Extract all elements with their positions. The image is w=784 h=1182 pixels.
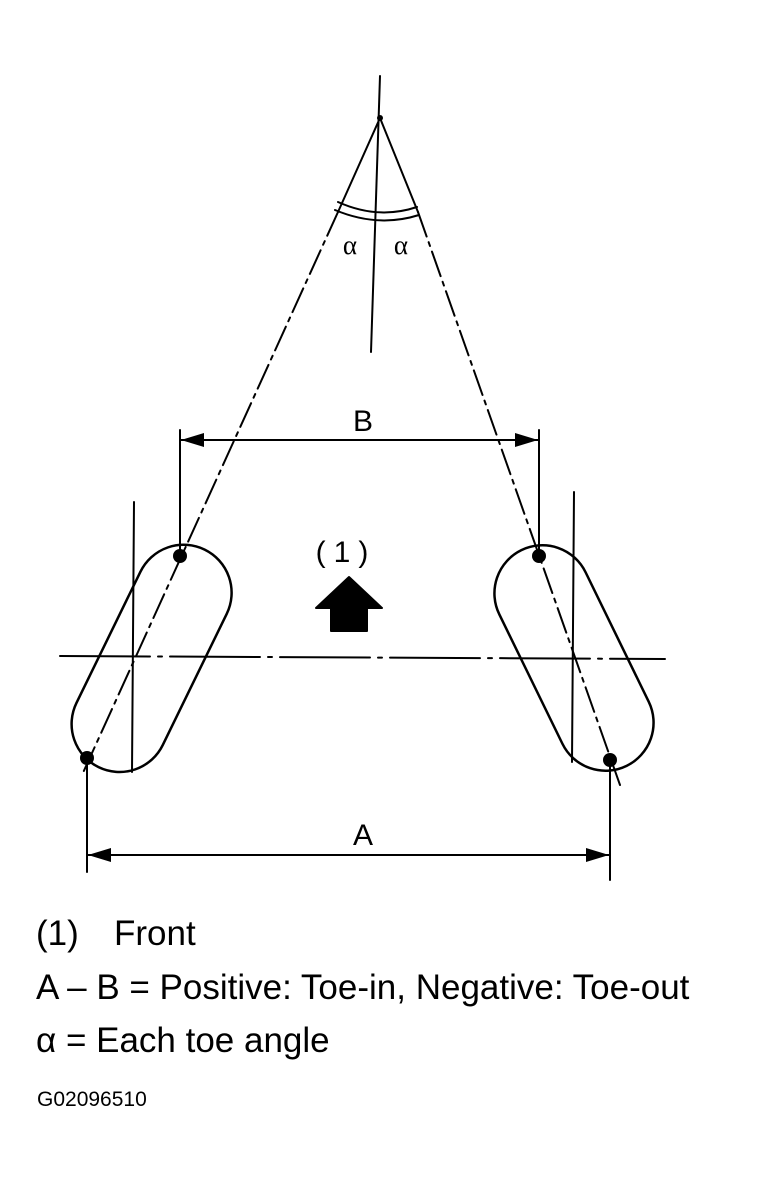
front-marker-label: (1) (316, 536, 377, 569)
alpha-left-label: α (343, 230, 357, 260)
dimension-a-label: A (353, 819, 373, 852)
apex-point (377, 115, 383, 121)
right-toe-line (379, 117, 419, 213)
angle-arc-inner (337, 201, 418, 214)
alpha-right-label: α (394, 230, 408, 260)
a-arrowhead-right (586, 848, 609, 862)
axle-centerline (59, 655, 666, 660)
legend-toe-definition: A – B = Positive: Toe-in, Negative: Toe-… (36, 968, 690, 1007)
left-wheel-vertical-ref (131, 501, 135, 773)
right-rear-point (603, 753, 617, 767)
b-arrowhead-left (181, 433, 204, 447)
legend-item-text: Front (114, 914, 196, 953)
left-wheel (70, 543, 233, 774)
left-rear-point (80, 751, 94, 765)
right-toe-line-dashed (417, 211, 621, 786)
left-front-point (173, 549, 187, 563)
legend-alpha-definition: α = Each toe angle (36, 1021, 330, 1060)
angle-arc-outer (334, 209, 420, 222)
a-arrowhead-left (88, 848, 111, 862)
left-toe-line-dashed (81, 211, 339, 776)
right-front-point (532, 549, 546, 563)
right-wheel (493, 544, 655, 772)
left-toe-line (337, 117, 381, 213)
figure-id: G02096510 (37, 1088, 147, 1111)
b-arrowhead-right (515, 433, 538, 447)
legend-item-number: (1) (36, 914, 79, 953)
right-wheel-vertical-ref (571, 491, 575, 763)
dimension-b-label: B (353, 405, 373, 438)
up-arrow-icon (315, 576, 383, 632)
legend-item-front: (1) Front (36, 914, 196, 954)
